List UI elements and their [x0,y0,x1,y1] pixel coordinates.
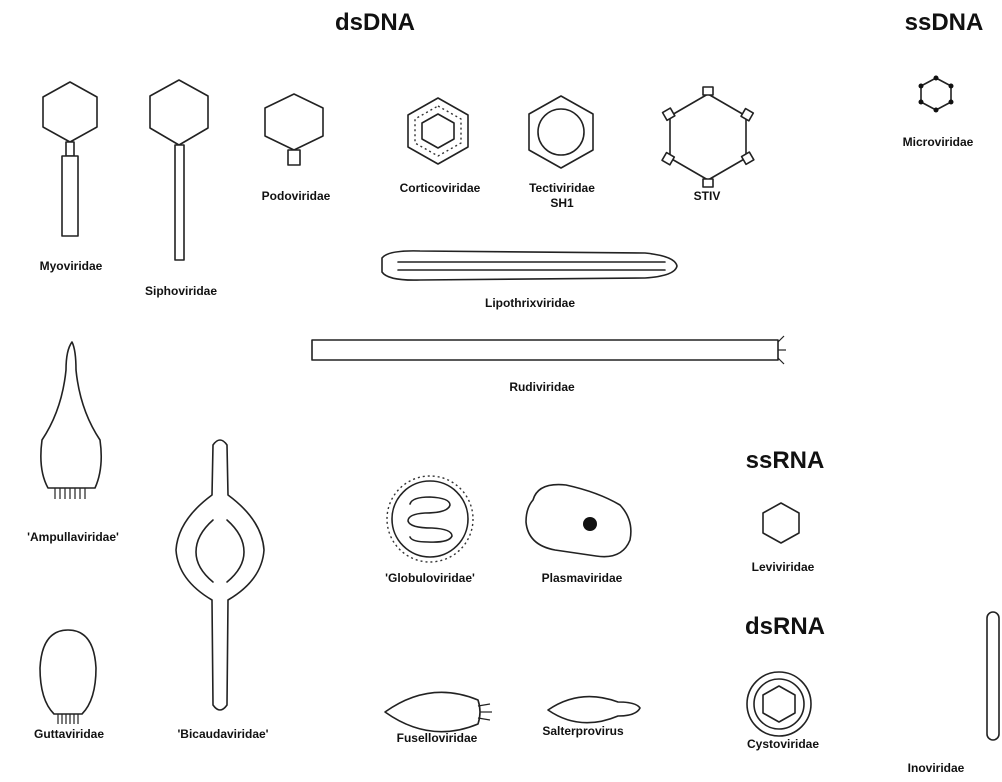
microviridae-drawing [918,75,954,113]
cystoviridae-drawing [746,671,812,737]
label-microviridae: Microviridae [903,135,974,149]
corticoviridae-drawing [407,97,469,165]
label-leviviridae: Leviviridae [752,560,815,574]
label-rudiviridae: Rudiviridae [509,380,575,394]
bicaudaviridae-drawing [175,439,265,711]
label-ampullaviridae: 'Ampullaviridae' [27,530,119,544]
label-fuselloviridae: Fuselloviridae [397,731,478,745]
label-inoviridae: Inoviridae [908,761,965,775]
label-siphoviridae: Siphoviridae [145,284,217,298]
label-cystoviridae: Cystoviridae [747,737,819,751]
label-guttaviridae: Guttaviridae [34,727,104,741]
ampullaviridae-drawing [40,341,102,499]
label-corticoviridae: Corticoviridae [400,181,481,195]
plasmaviridae-drawing [525,483,632,558]
siphoviridae-drawing [149,79,209,261]
heading-dsrna: dsRNA [745,613,825,640]
label-globuloviridae: 'Globuloviridae' [385,571,475,585]
inoviridae-drawing [914,179,1000,742]
lipothrixviridae-drawing [381,250,678,281]
globuloviridae-drawing [386,475,474,563]
label-bicaudaviridae: 'Bicaudaviridae' [177,727,268,741]
label-lipothrixviridae: Lipothrixviridae [485,296,575,310]
podoviridae-drawing [264,93,324,166]
fuselloviridae-drawing [384,691,492,733]
label-myoviridae: Myoviridae [40,259,103,273]
stiv-drawing [661,86,755,188]
heading-dsdna: dsDNA [335,9,415,36]
label-stiv: STIV [694,189,721,203]
salterprovirus-drawing [547,695,641,724]
guttaviridae-drawing [39,629,97,724]
label-podoviridae: Podoviridae [262,189,331,203]
label-tectiviridae: Tectiviridae [529,181,595,195]
leviviridae-drawing [762,502,800,544]
tectiviridae-drawing [528,95,594,169]
label-plasmaviridae: Plasmaviridae [542,571,623,585]
heading-ssdna: ssDNA [905,9,984,36]
label-sh1: SH1 [550,196,574,210]
myoviridae-drawing [42,81,98,237]
rudiviridae-drawing [311,335,786,365]
heading-ssrna: ssRNA [746,447,825,474]
label-salterprovirus: Salterprovirus [542,724,624,738]
